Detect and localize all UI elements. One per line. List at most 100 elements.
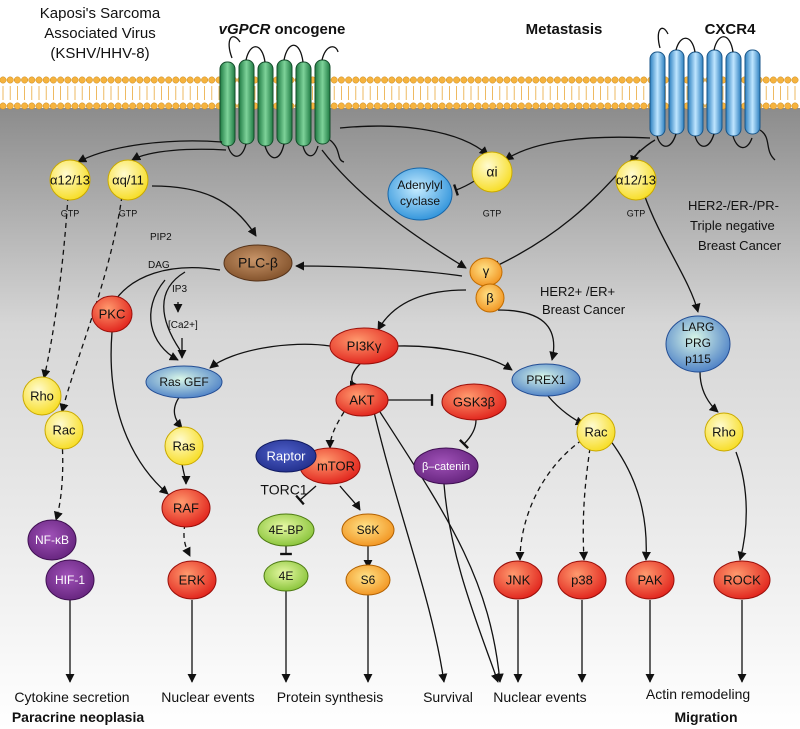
galpha-12-13-left[interactable]: α12/13 GTP	[49, 159, 91, 218]
gtp-label-1: GTP	[61, 208, 80, 218]
lipid-head	[438, 102, 446, 110]
erk-node[interactable]: ERK	[167, 560, 217, 600]
lipid-head	[201, 102, 209, 110]
lipid-head	[561, 76, 569, 84]
lipid-head	[21, 76, 29, 84]
s6k-node[interactable]: S6K	[341, 513, 395, 547]
lipid-head	[445, 102, 453, 110]
lipid-head	[71, 76, 79, 84]
lipid-head	[345, 76, 353, 84]
triple-neg-label-1: HER2-/ER-/PR-	[688, 198, 779, 213]
lipid-head	[640, 76, 648, 84]
larg-prg-p115-node[interactable]: LARG PRG p115	[665, 315, 731, 373]
lipid-head	[186, 76, 194, 84]
jnk-node[interactable]: JNK	[493, 560, 543, 600]
ras-node[interactable]: Ras	[164, 426, 204, 466]
pkc-node[interactable]: PKC	[91, 295, 133, 333]
pi3k-gamma-node[interactable]: PI3Kγ	[329, 327, 399, 365]
triple-neg-label-3: Breast Cancer	[698, 238, 782, 253]
lipid-head	[6, 76, 14, 84]
galpha-i-label: αi	[486, 164, 497, 180]
lipid-head	[64, 102, 72, 110]
galpha-q11-label: αq/11	[112, 172, 144, 187]
lipid-head	[546, 102, 554, 110]
lipid-head	[525, 102, 533, 110]
beta-catenin-node[interactable]: β–catenin	[413, 447, 479, 485]
lipid-head	[35, 76, 43, 84]
lipid-head	[186, 102, 194, 110]
4ebp-node[interactable]: 4E-BP	[257, 513, 315, 547]
prg-label: PRG	[685, 336, 711, 350]
vgpcr-receptor-icon	[219, 36, 345, 163]
rock-label: ROCK	[723, 572, 761, 587]
lipid-head	[481, 76, 489, 84]
rho-left-node[interactable]: Rho	[22, 376, 62, 416]
output-migration: Migration	[675, 709, 738, 725]
adenylyl-cyclase-node[interactable]: Adenylyl cyclase	[387, 167, 453, 221]
output-cytokine: Cytokine secretion	[14, 689, 129, 705]
lipid-head	[150, 76, 158, 84]
g-beta-gamma-node[interactable]: γ β	[469, 257, 505, 313]
lipid-head	[352, 76, 360, 84]
nfkb-node[interactable]: NF-κB	[27, 519, 77, 561]
adenylyl-label-2: cyclase	[400, 194, 440, 208]
ras-gef-node[interactable]: Ras GEF	[145, 365, 223, 399]
torc1-label: TORC1	[260, 482, 307, 498]
rac-mid-node[interactable]: Rac	[576, 412, 616, 452]
lipid-head	[784, 76, 792, 84]
lipid-head	[409, 102, 417, 110]
lipid-head	[582, 102, 590, 110]
s6-node[interactable]: S6	[345, 564, 391, 596]
lipid-head	[496, 76, 504, 84]
ras-gef-label: Ras GEF	[159, 375, 208, 389]
gsk3b-node[interactable]: GSK3β	[441, 383, 507, 421]
lipid-head	[762, 76, 770, 84]
lipid-head	[208, 102, 216, 110]
akt-node[interactable]: AKT	[335, 383, 389, 417]
lipid-head	[575, 76, 583, 84]
pak-node[interactable]: PAK	[625, 560, 675, 600]
lipid-head	[453, 76, 461, 84]
lipid-head	[445, 76, 453, 84]
lipid-head	[611, 76, 619, 84]
rock-node[interactable]: ROCK	[713, 560, 771, 600]
lipid-head	[777, 76, 785, 84]
lipid-head	[402, 102, 410, 110]
lipid-head	[100, 102, 108, 110]
lipid-head	[625, 102, 633, 110]
rho-right-label: Rho	[712, 424, 736, 439]
rac-left-label: Rac	[52, 422, 76, 437]
lipid-head	[589, 76, 597, 84]
vgpcr-title-italic: vGPCR	[219, 21, 271, 38]
lipid-head	[575, 102, 583, 110]
p38-node[interactable]: p38	[557, 560, 607, 600]
adenylyl-label-1: Adenylyl	[397, 178, 442, 192]
gsk3b-label: GSK3β	[453, 394, 495, 409]
lipid-head	[633, 76, 641, 84]
lipid-head	[0, 76, 7, 84]
galpha-i[interactable]: αi GTP	[471, 151, 513, 218]
4e-node[interactable]: 4E	[263, 560, 309, 592]
plc-beta-node[interactable]: PLC-β	[223, 244, 293, 282]
gtp-label-3: GTP	[483, 208, 502, 218]
lipid-head	[121, 102, 129, 110]
vgpcr-title-rest: oncogene	[270, 21, 345, 38]
hif1-node[interactable]: HIF-1	[45, 559, 95, 601]
prex1-node[interactable]: PREX1	[511, 363, 581, 397]
lipid-head	[366, 102, 374, 110]
lipid-head	[438, 76, 446, 84]
galpha-q11[interactable]: αq/11 GTP	[107, 159, 149, 218]
lipid-head	[71, 102, 79, 110]
rho-right-node[interactable]: Rho	[704, 412, 744, 452]
lipid-head	[467, 76, 475, 84]
lipid-head	[431, 102, 439, 110]
pip2-label: PIP2	[150, 232, 172, 243]
rac-left-node[interactable]: Rac	[44, 410, 84, 450]
lipid-head	[640, 102, 648, 110]
galpha-12-13-right[interactable]: α12/13 GTP	[615, 159, 657, 218]
mtorc1-complex[interactable]: Raptor mTOR TORC1	[255, 439, 361, 498]
hif1-label: HIF-1	[55, 573, 85, 587]
lipid-head	[611, 102, 619, 110]
lipid-head	[78, 102, 86, 110]
raf-node[interactable]: RAF	[161, 488, 211, 528]
